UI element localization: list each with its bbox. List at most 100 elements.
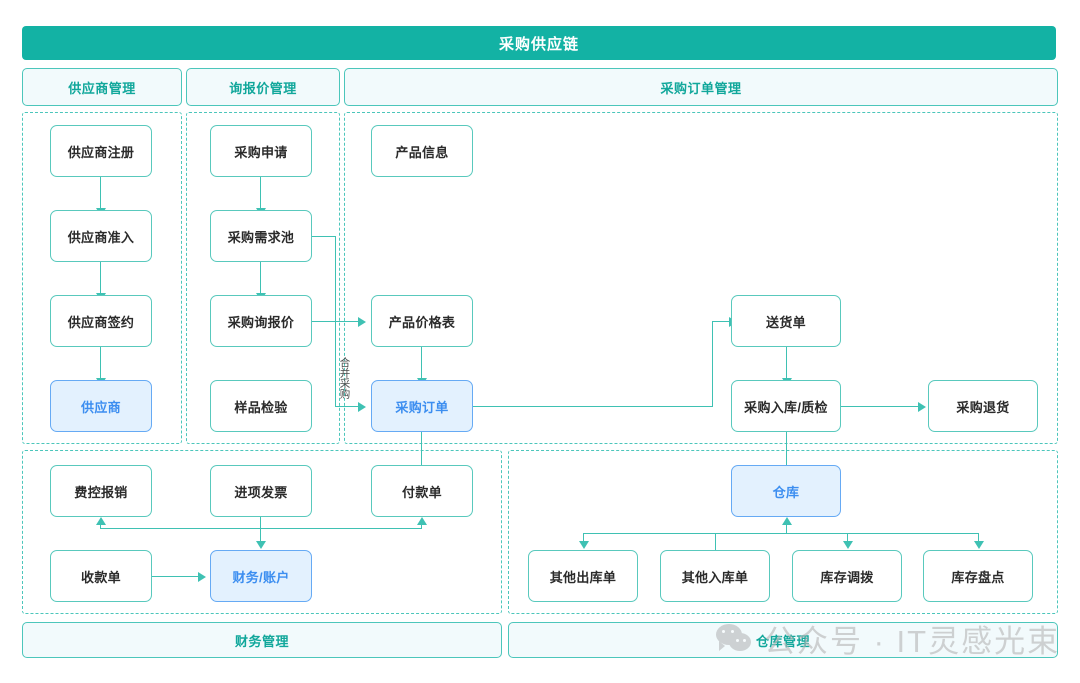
footer-warehouse-management[interactable]: 仓库管理 [508,622,1058,658]
node-label: 其他出库单 [549,569,617,585]
edge-receiptnote-to-finance [152,576,200,578]
node-label: 采购退货 [956,399,1010,415]
edge-sign-to-supplier [100,347,102,380]
node-label: 送货单 [766,314,806,330]
arrowhead-right [198,572,206,582]
node-stock-count[interactable]: 库存盘点 [923,550,1033,602]
node-demand-pool[interactable]: 采购需求池 [210,210,312,262]
tab-label: 采购订单管理 [660,80,742,96]
region-purchase-order-management [344,112,1058,444]
edge-bus-stub-left [100,525,102,529]
tab-label: 供应商管理 [68,80,136,96]
arrowhead-up [96,517,106,525]
edge-pool-right [312,236,336,238]
node-label: 费控报销 [74,484,128,500]
node-label: 财务/账户 [232,569,290,585]
node-supplier-sign[interactable]: 供应商签约 [50,295,152,347]
page-title-text: 采购供应链 [498,35,579,53]
edge-warehouse-stub [786,525,788,534]
edge-delivery-to-receipt [786,347,788,380]
node-supplier[interactable]: 供应商 [50,380,152,432]
arrowhead-up [782,517,792,525]
node-label: 产品信息 [395,144,449,160]
node-expense-claim[interactable]: 费控报销 [50,465,152,517]
node-label: 供应商签约 [67,314,135,330]
node-label: 收款单 [81,569,121,585]
tab-label: 询报价管理 [229,80,297,96]
arrowhead-up [417,517,427,525]
node-label: 采购询报价 [227,314,295,330]
arrowhead-right [918,402,926,412]
edge-bus-to-stock-transfer [847,533,849,543]
arrowhead-down [256,541,266,549]
node-label: 进项发票 [234,484,288,500]
node-label: 库存盘点 [951,569,1005,585]
node-other-outbound[interactable]: 其他出库单 [528,550,638,602]
node-receipt-note[interactable]: 收款单 [50,550,152,602]
edge-receipt-to-return [841,406,920,408]
edge-label-merge-purchase: 合并采购 [338,357,351,399]
node-label: 采购订单 [395,399,449,415]
node-input-invoice[interactable]: 进项发票 [210,465,312,517]
node-product-info[interactable]: 产品信息 [371,125,473,177]
node-stock-transfer[interactable]: 库存调拨 [792,550,902,602]
page-title: 采购供应链 [22,26,1056,60]
arrowhead-down [579,541,589,549]
region-warehouse-management [508,450,1058,614]
node-label: 付款单 [402,484,442,500]
node-inquiry-quote[interactable]: 采购询报价 [210,295,312,347]
tab-purchase-order-management[interactable]: 采购订单管理 [344,68,1058,106]
node-supplier-register[interactable]: 供应商注册 [50,125,152,177]
node-label: 采购需求池 [227,229,295,245]
edge-invoice-to-finance [260,517,262,543]
edge-pricelist-to-order [421,347,423,380]
region-supplier-management [22,112,182,444]
node-label: 样品检验 [234,399,288,415]
node-label: 库存调拨 [820,569,874,585]
arrowhead-down [843,541,853,549]
node-purchase-order[interactable]: 采购订单 [371,380,473,432]
node-sample-inspection[interactable]: 样品检验 [210,380,312,432]
node-purchase-request[interactable]: 采购申请 [210,125,312,177]
node-label: 供应商注册 [67,144,135,160]
node-label: 产品价格表 [388,314,456,330]
edge-register-to-access [100,177,102,210]
edge-bus-stub-right [421,525,423,529]
node-delivery-note[interactable]: 送货单 [731,295,841,347]
edge-pool-to-inquiry [260,262,262,295]
node-other-inbound[interactable]: 其他入库单 [660,550,770,602]
edge-order-to-invoice [421,432,423,470]
edge-into-delivery [712,321,731,323]
node-warehouse[interactable]: 仓库 [731,465,841,517]
edge-pool-to-order [335,406,359,408]
node-purchase-return[interactable]: 采购退货 [928,380,1038,432]
edge-receipt-to-warehouse [786,432,788,470]
footer-label: 财务管理 [234,633,289,649]
node-label: 仓库 [772,484,800,500]
node-label: 供应商准入 [67,229,135,245]
edge-access-to-sign [100,262,102,295]
edge-bus-to-other-outbound [583,533,585,543]
tab-inquiry-quote-management[interactable]: 询报价管理 [186,68,340,106]
node-label: 其他入库单 [681,569,749,585]
edge-warehouse-bus [583,533,979,535]
tab-supplier-management[interactable]: 供应商管理 [22,68,182,106]
arrowhead-down [974,541,984,549]
node-receipt-qc[interactable]: 采购入库/质检 [731,380,841,432]
edge-request-to-pool [260,177,262,210]
node-price-list[interactable]: 产品价格表 [371,295,473,347]
region-inquiry-quote-management [186,112,340,444]
footer-finance-management[interactable]: 财务管理 [22,622,502,658]
node-label: 供应商 [81,399,121,415]
node-supplier-access[interactable]: 供应商准入 [50,210,152,262]
edge-order-up-to-delivery [712,321,714,407]
node-label: 采购入库/质检 [744,399,828,415]
arrowhead-right [358,317,366,327]
arrowhead-right [358,402,366,412]
edge-other-inbound-to-bus [715,533,717,550]
edge-order-right [473,406,713,408]
node-payment-note[interactable]: 付款单 [371,465,473,517]
node-finance-account[interactable]: 财务/账户 [210,550,312,602]
edge-inquiry-to-pricelist [312,321,359,323]
